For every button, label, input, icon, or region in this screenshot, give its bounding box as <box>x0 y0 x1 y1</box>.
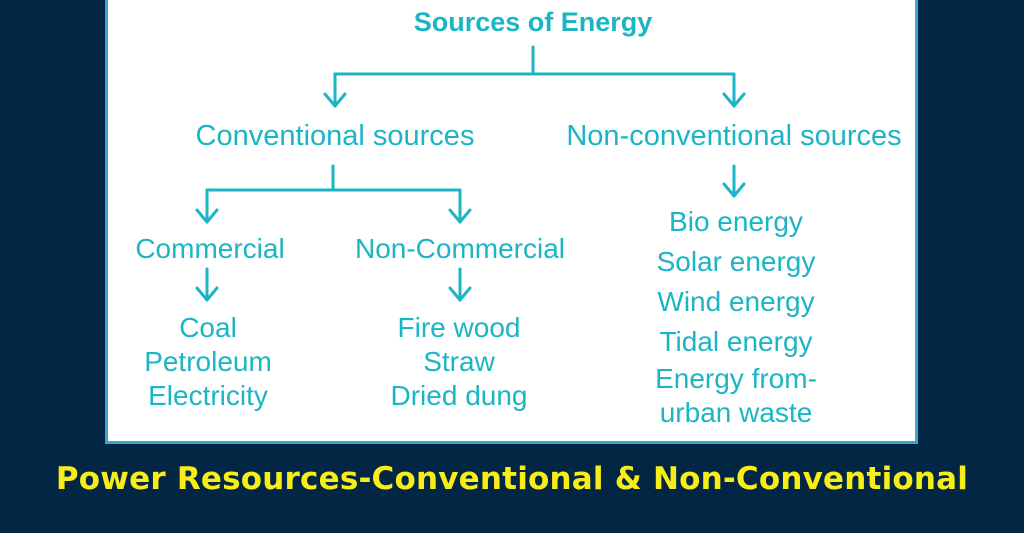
non-conventional-items: Bio energy Solar energy Wind energy Tida… <box>655 202 817 430</box>
list-item: urban waste <box>659 397 813 428</box>
list-item: Coal <box>179 312 237 343</box>
commercial-items: Coal Petroleum Electricity <box>144 311 272 413</box>
commercial-label: Commercial <box>135 233 285 264</box>
list-item: Bio energy <box>669 206 803 237</box>
non-conventional-label: Non-conventional sources <box>566 120 902 152</box>
list-item: Petroleum <box>144 346 272 377</box>
list-item: Solar energy <box>656 246 816 277</box>
non-commercial-label: Non-Commercial <box>354 233 566 264</box>
root-label: Sources of Energy <box>413 7 653 37</box>
non-conventional-arrow <box>722 92 746 108</box>
non-commercial-arrow <box>448 208 472 224</box>
diagram-connectors <box>195 45 746 302</box>
list-item: Energy from- <box>655 363 817 394</box>
list-item: Dried dung <box>390 380 528 411</box>
non-conventional-items-arrow <box>722 182 746 198</box>
non-commercial-items: Fire wood Straw Dried dung <box>391 311 528 413</box>
commercial-arrow <box>195 208 219 224</box>
diagram-panel: Sources of Energy Conventional sources N… <box>105 0 918 444</box>
list-item: Fire wood <box>397 312 521 343</box>
list-item: Straw <box>423 346 495 377</box>
non-commercial-items-arrow <box>448 286 472 302</box>
conventional-label: Conventional sources <box>195 120 475 152</box>
caption-title: Power Resources-Conventional & Non-Conve… <box>55 461 969 497</box>
list-item: Electricity <box>148 380 268 411</box>
commercial-items-arrow <box>195 286 219 302</box>
list-item: Wind energy <box>657 286 815 317</box>
list-item: Tidal energy <box>659 326 813 357</box>
conventional-arrow <box>323 92 347 108</box>
